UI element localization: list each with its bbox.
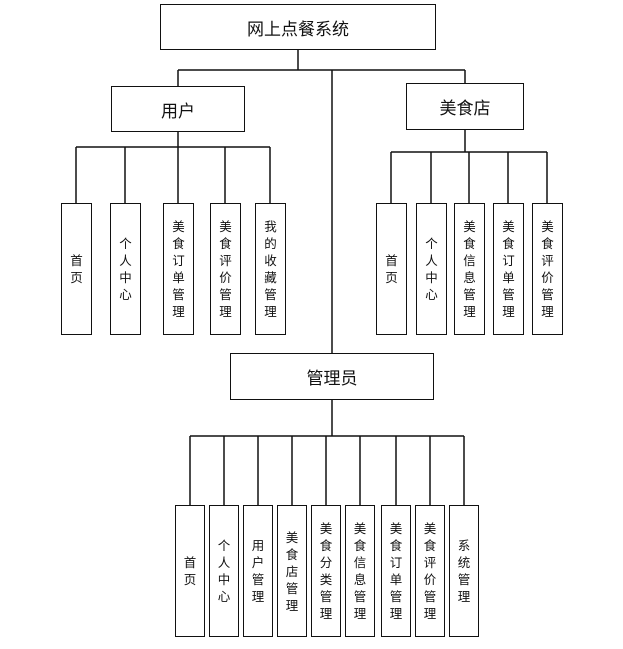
- admin-node: 管理员: [230, 353, 434, 400]
- store-item-2: 个人中心: [416, 203, 447, 335]
- user-item-2: 个人中心: [110, 203, 141, 335]
- admin-item-8: 美食评价管理: [415, 505, 445, 637]
- admin-item-6: 美食信息管理: [345, 505, 375, 637]
- store-item-1: 首页: [376, 203, 407, 335]
- user-item-1: 首页: [61, 203, 92, 335]
- admin-item-3: 用户管理: [243, 505, 273, 637]
- store-item-5: 美食评价管理: [532, 203, 563, 335]
- user-item-4: 美食评价管理: [210, 203, 241, 335]
- admin-item-7: 美食订单管理: [381, 505, 411, 637]
- user-node: 用户: [111, 86, 245, 132]
- store-node: 美食店: [406, 83, 524, 130]
- admin-item-9: 系统管理: [449, 505, 479, 637]
- store-item-4: 美食订单管理: [493, 203, 524, 335]
- admin-item-4: 美食店管理: [277, 505, 307, 637]
- admin-item-2: 个人中心: [209, 505, 239, 637]
- admin-item-1: 首页: [175, 505, 205, 637]
- admin-item-5: 美食分类管理: [311, 505, 341, 637]
- user-item-3: 美食订单管理: [163, 203, 194, 335]
- store-item-3: 美食信息管理: [454, 203, 485, 335]
- root-node: 网上点餐系统: [160, 4, 436, 50]
- user-item-5: 我的收藏管理: [255, 203, 286, 335]
